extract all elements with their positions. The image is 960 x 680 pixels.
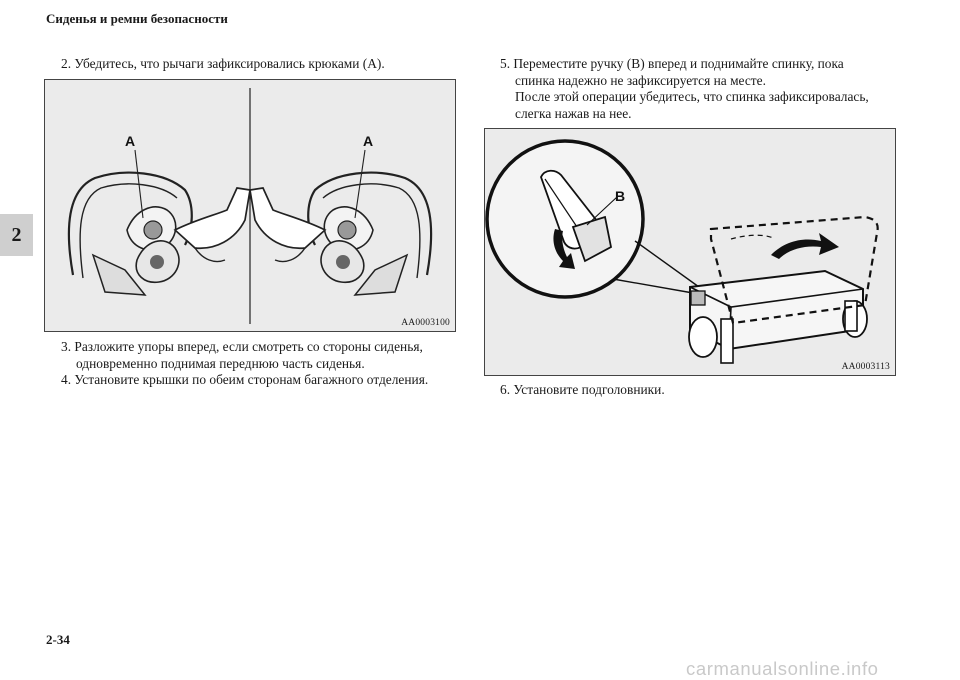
step-5-text: 5. Переместите ручку (B) вперед и подним… bbox=[500, 56, 869, 122]
page-number: 2-34 bbox=[46, 632, 70, 647]
chapter-number: 2 bbox=[11, 223, 22, 246]
label-b: B bbox=[615, 188, 625, 204]
step-5-line-2: спинка надежно не зафиксируется на месте… bbox=[515, 72, 766, 88]
label-a-left: A bbox=[125, 133, 135, 149]
step-3-text: 3. Разложите упоры вперед, если смотреть… bbox=[61, 339, 423, 372]
figure-seatback-illustration: B AA0003113 bbox=[484, 128, 896, 376]
figure-code-right: AA0003113 bbox=[841, 362, 890, 372]
figure-code-left: AA0003100 bbox=[401, 318, 450, 328]
step-4-text: 4. Установите крышки по обеим сторонам б… bbox=[61, 372, 429, 387]
seatback-drawing: B bbox=[485, 139, 879, 364]
chapter-tab: 2 bbox=[0, 214, 33, 256]
step-5-line-1: 5. Переместите ручку (B) вперед и подним… bbox=[500, 56, 844, 71]
section-header: Сиденья и ремни безопасности bbox=[46, 11, 228, 26]
step-3-line-1: 3. Разложите упоры вперед, если смотреть… bbox=[61, 339, 423, 354]
hooks-drawing: A A bbox=[67, 88, 433, 324]
step-6-text: 6. Установите подголовники. bbox=[500, 382, 665, 397]
step-3-line-2: одновременно поднимая переднюю часть сид… bbox=[76, 355, 365, 371]
label-a-right: A bbox=[363, 133, 373, 149]
step-5-line-3: После этой операции убедитесь, что спинк… bbox=[515, 89, 869, 104]
watermark-text: carmanualsonline.info bbox=[686, 658, 879, 679]
step-5-line-4: слегка нажав на нее. bbox=[515, 105, 632, 121]
step-2-text: 2. Убедитесь, что рычаги зафиксировались… bbox=[61, 56, 385, 71]
figure-hooks-illustration: A A AA0003100 bbox=[44, 79, 456, 332]
